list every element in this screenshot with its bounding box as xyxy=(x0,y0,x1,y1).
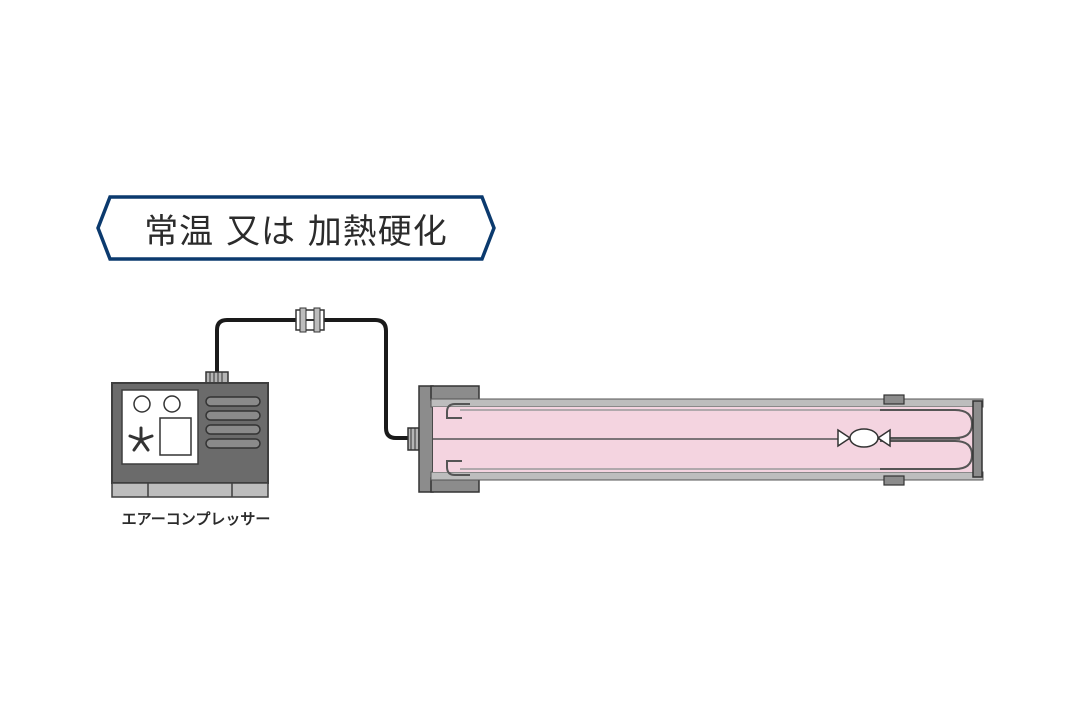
pig-plug-icon xyxy=(837,428,891,448)
vent-slots xyxy=(205,396,261,449)
compressor-label: エアーコンプレッサー xyxy=(121,510,271,528)
gauge-icon xyxy=(133,395,181,413)
air-hose xyxy=(215,318,410,440)
fan-icon xyxy=(128,426,154,452)
title-badge-frame xyxy=(96,195,496,261)
page-title: 常温 又は 加熱硬化 xyxy=(144,211,448,252)
hose-coupler-icon xyxy=(295,307,325,333)
air-compressor xyxy=(111,371,269,498)
pipe-assembly xyxy=(407,385,984,493)
